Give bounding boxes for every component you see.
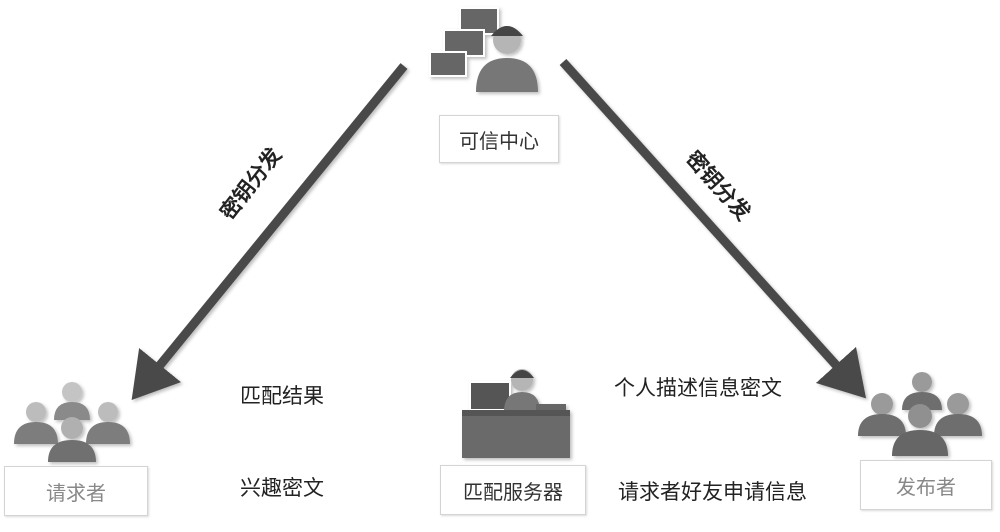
person-at-desk-icon bbox=[462, 369, 570, 458]
person-with-monitors-icon bbox=[430, 8, 538, 92]
group-people-icon bbox=[14, 382, 130, 462]
interest-ciphertext-label: 兴趣密文 bbox=[240, 472, 324, 502]
match-result-label: 匹配结果 bbox=[240, 380, 324, 410]
requester-label: 请求者 bbox=[4, 466, 148, 516]
friend-request-label: 请求者好友申请信息 bbox=[618, 476, 807, 506]
key-distribution-arrow-left bbox=[143, 66, 404, 386]
group-people-icon bbox=[858, 372, 982, 456]
matching-server-label: 匹配服务器 bbox=[440, 465, 586, 515]
trust-center-label: 可信中心 bbox=[439, 115, 559, 163]
publisher-label: 发布者 bbox=[860, 460, 992, 510]
personal-description-label: 个人描述信息密文 bbox=[614, 372, 782, 402]
key-distribution-arrow-right bbox=[563, 62, 854, 385]
